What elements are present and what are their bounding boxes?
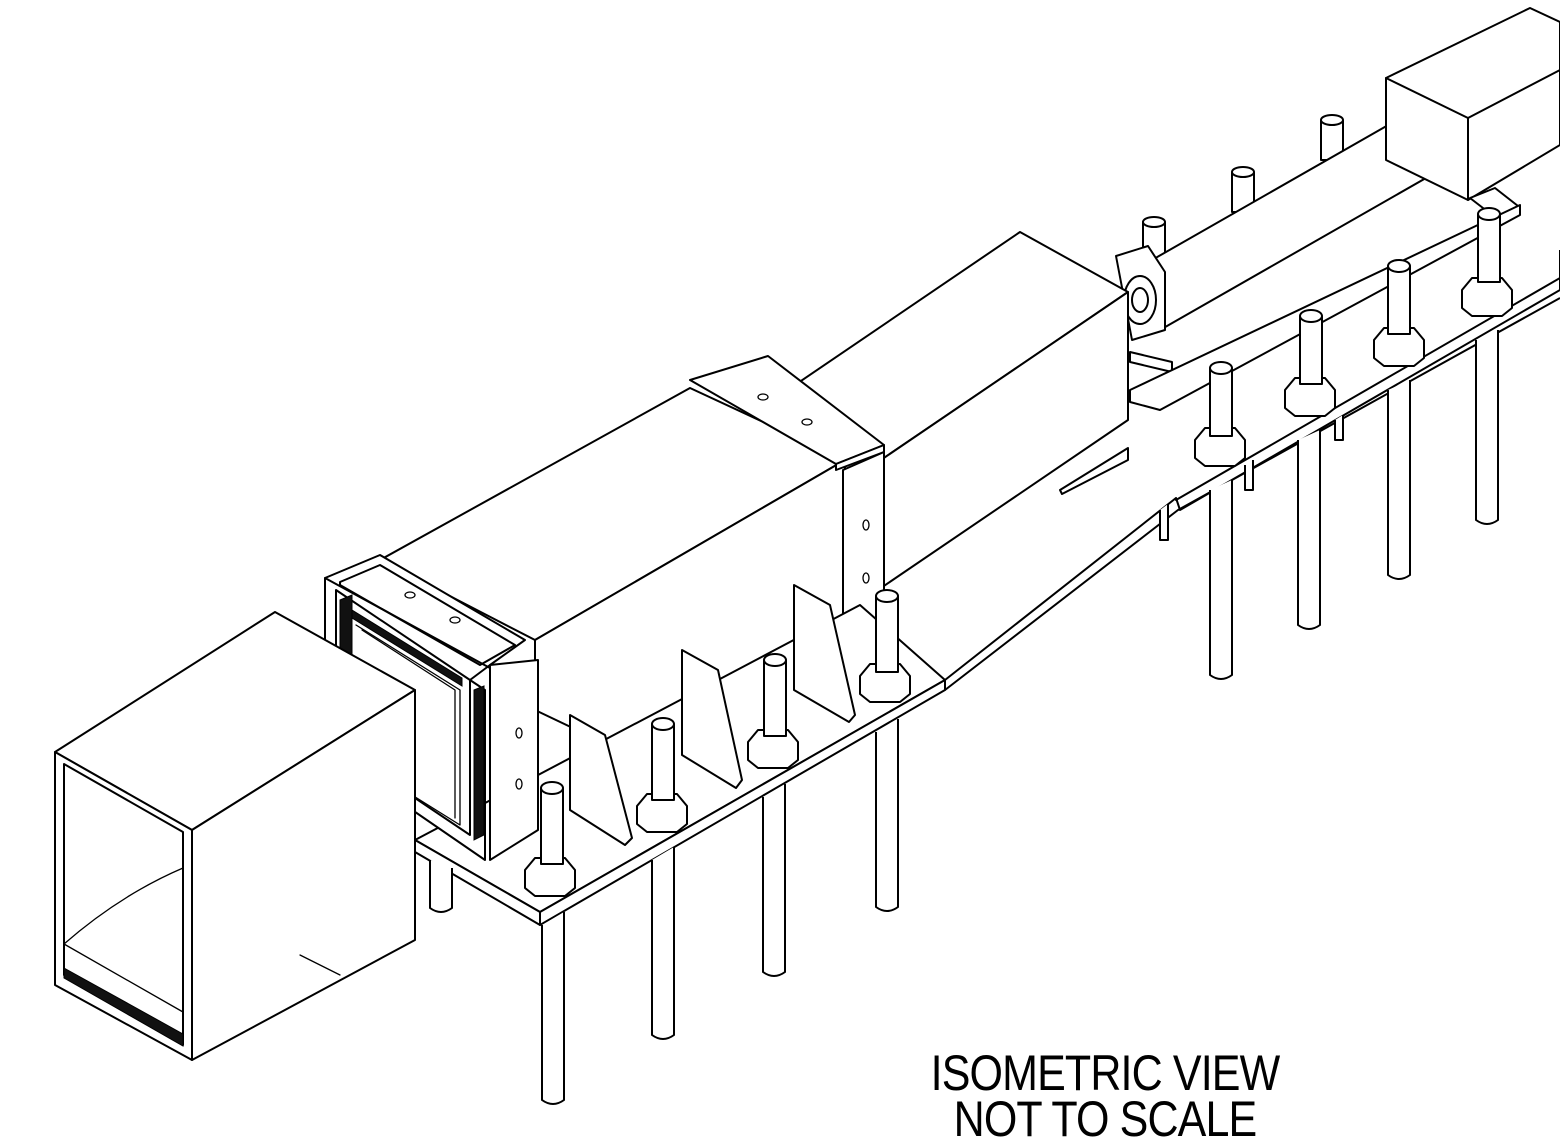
caption-subtitle: NOT TO SCALE	[953, 1091, 1258, 1147]
drive-block	[1385, 7, 1560, 219]
bolt	[1461, 207, 1513, 317]
bolt	[1284, 309, 1336, 417]
isometric-drawing	[54, 7, 1560, 1105]
gusset-plates	[569, 584, 856, 846]
right-bolts	[1194, 207, 1513, 467]
bolt	[859, 589, 911, 703]
bolt	[1194, 361, 1246, 467]
caption-title: ISOMETRIC VIEW	[930, 1045, 1281, 1101]
rear-stud	[1231, 166, 1255, 213]
bolt	[524, 781, 576, 897]
bolt	[636, 717, 688, 833]
right-legs	[1159, 330, 1499, 680]
left-bolts	[524, 589, 911, 897]
left-legs	[429, 719, 899, 1105]
front-hollow-box	[54, 611, 416, 1061]
bolt	[747, 653, 799, 769]
bolt	[1373, 259, 1425, 367]
